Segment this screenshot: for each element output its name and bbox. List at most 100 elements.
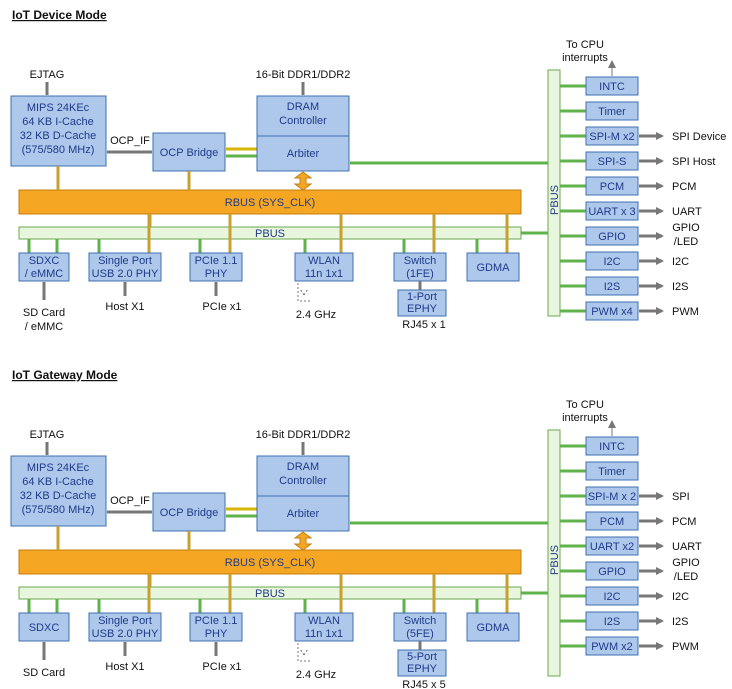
periph-label: GPIO [598, 566, 626, 578]
wlan-text-line: WLAN [308, 615, 340, 627]
arbiter-block [256, 495, 350, 532]
periph-ext-text-line: GPIO [672, 557, 700, 569]
gdma-block [466, 252, 520, 282]
pcie-phy-text-line: PCIe 1.1 [195, 255, 238, 267]
dram-controller-block [256, 95, 350, 137]
arbiter-label: Arbiter [287, 148, 320, 160]
ghz-label: 2.4 GHz [296, 309, 336, 321]
periph-block [585, 226, 639, 246]
usb-phy-block [88, 612, 162, 642]
sdxc-label: SDXC [29, 622, 60, 634]
sdxc-text-line: SDXC [29, 255, 60, 267]
wlan-block [294, 252, 354, 282]
host-label: Host X1 [105, 661, 144, 673]
periph-label: GPIO [598, 231, 626, 243]
ephy-block [397, 649, 447, 677]
switch-text-line: (5FE) [406, 628, 434, 640]
periph-ext-label: I2S [672, 616, 689, 628]
ejtag-label: EJTAG [30, 69, 65, 81]
mips-cpu-text-line: 32 KB D-Cache [20, 490, 96, 502]
wlan-text-line: 11n 1x1 [305, 268, 343, 280]
usb-phy-block [88, 252, 162, 282]
pbus-label: PBUS [255, 228, 285, 240]
arbiter-block [256, 135, 350, 172]
ddr-label: 16-Bit DDR1/DDR2 [256, 429, 351, 441]
periph-label: PCM [600, 181, 624, 193]
section-title: IoT Device Mode [12, 8, 107, 22]
pcie-x1-label: PCIe x1 [202, 301, 241, 313]
ejtag-label: EJTAG [30, 429, 65, 441]
sdxc-text-line: / eMMC [25, 268, 64, 280]
periph-ext-label: PCM [672, 516, 696, 528]
periph-ext-label: PWM [672, 306, 699, 318]
antenna-icon [297, 283, 310, 302]
usb-phy-text-line: USB 2.0 PHY [92, 268, 159, 280]
wlan-text-line: 11n 1x1 [305, 628, 343, 640]
sd-card-label-line: SD Card [23, 667, 65, 679]
sd-card-label-line: SD Card [23, 307, 65, 319]
pcie-x1-label: PCIe x1 [202, 661, 241, 673]
periph-ext-text-line: GPIO [672, 222, 700, 234]
periph-block [585, 561, 639, 581]
mips-cpu-text-line: 64 KB I-Cache [22, 116, 94, 128]
ddr-label: 16-Bit DDR1/DDR2 [256, 69, 351, 81]
periph-block [585, 126, 639, 146]
periph-label: I2C [603, 591, 620, 603]
periph-block [585, 636, 639, 656]
ocp-bridge-block [152, 132, 226, 172]
mips-cpu-block [10, 455, 107, 527]
dram-controller-text-line: Controller [279, 475, 327, 487]
periph-block [585, 76, 639, 96]
periph-ext-label: I2C [672, 591, 689, 603]
periph-label: SPI-S [598, 156, 627, 168]
periph-block [585, 251, 639, 271]
host-label: Host X1 [105, 301, 144, 313]
ghz-label: 2.4 GHz [296, 669, 336, 681]
rbus-bar [18, 549, 522, 575]
switch-block [393, 612, 447, 642]
ephy-text-line: 5-Port [407, 651, 437, 663]
periph-label: UART x2 [590, 541, 634, 553]
periph-ext-label: PWM [672, 641, 699, 653]
periph-label: SPI-M x 2 [588, 491, 636, 503]
periph-ext-text-line: /LED [674, 571, 699, 583]
rj45-label: RJ45 x 5 [402, 679, 445, 689]
arbiter-rbus-arrow [293, 531, 313, 551]
periph-block [585, 201, 639, 221]
ephy-text-line: 1-Port [407, 291, 437, 303]
sd-card-label-line: / eMMC [25, 321, 64, 333]
periph-label: INTC [599, 441, 625, 453]
periph-label: UART x 3 [588, 206, 635, 218]
periph-block [585, 536, 639, 556]
usb-phy-text-line: Single Port [98, 255, 152, 267]
rbus-label: RBUS (SYS_CLK) [225, 557, 315, 569]
switch-text-line: Switch [404, 615, 436, 627]
ephy-block [397, 289, 447, 317]
gdma-label: GDMA [477, 262, 511, 274]
switch-text-line: Switch [404, 255, 436, 267]
mips-cpu-text-line: MIPS 24KEc [27, 462, 90, 474]
wlan-block [294, 612, 354, 642]
periph-label: PWM x4 [591, 306, 633, 318]
periph-label: Timer [598, 106, 626, 118]
mips-cpu-text-line: (575/580 MHz) [22, 504, 95, 516]
to-cpu-label-line: interrupts [562, 52, 608, 64]
to-cpu-label-line: interrupts [562, 412, 608, 424]
ocp-bridge-label: OCP Bridge [160, 147, 219, 159]
ephy-text-line: EPHY [407, 663, 438, 675]
periph-block [585, 486, 639, 506]
periph-label: I2S [604, 616, 621, 628]
mips-cpu-text-line: MIPS 24KEc [27, 102, 90, 114]
periph-block [585, 586, 639, 606]
mips-cpu-text-line: 32 KB D-Cache [20, 130, 96, 142]
periph-block [585, 461, 639, 481]
pbus-vertical-label: PBUS [549, 545, 561, 575]
periph-label: PWM x2 [591, 641, 633, 653]
pcie-phy-text-line: PHY [205, 628, 228, 640]
periph-ext-label: SPI Host [672, 156, 715, 168]
pcie-phy-text-line: PCIe 1.1 [195, 615, 238, 627]
periph-ext-label: UART [672, 206, 702, 218]
pbus-label: PBUS [255, 588, 285, 600]
switch-block [393, 252, 447, 282]
